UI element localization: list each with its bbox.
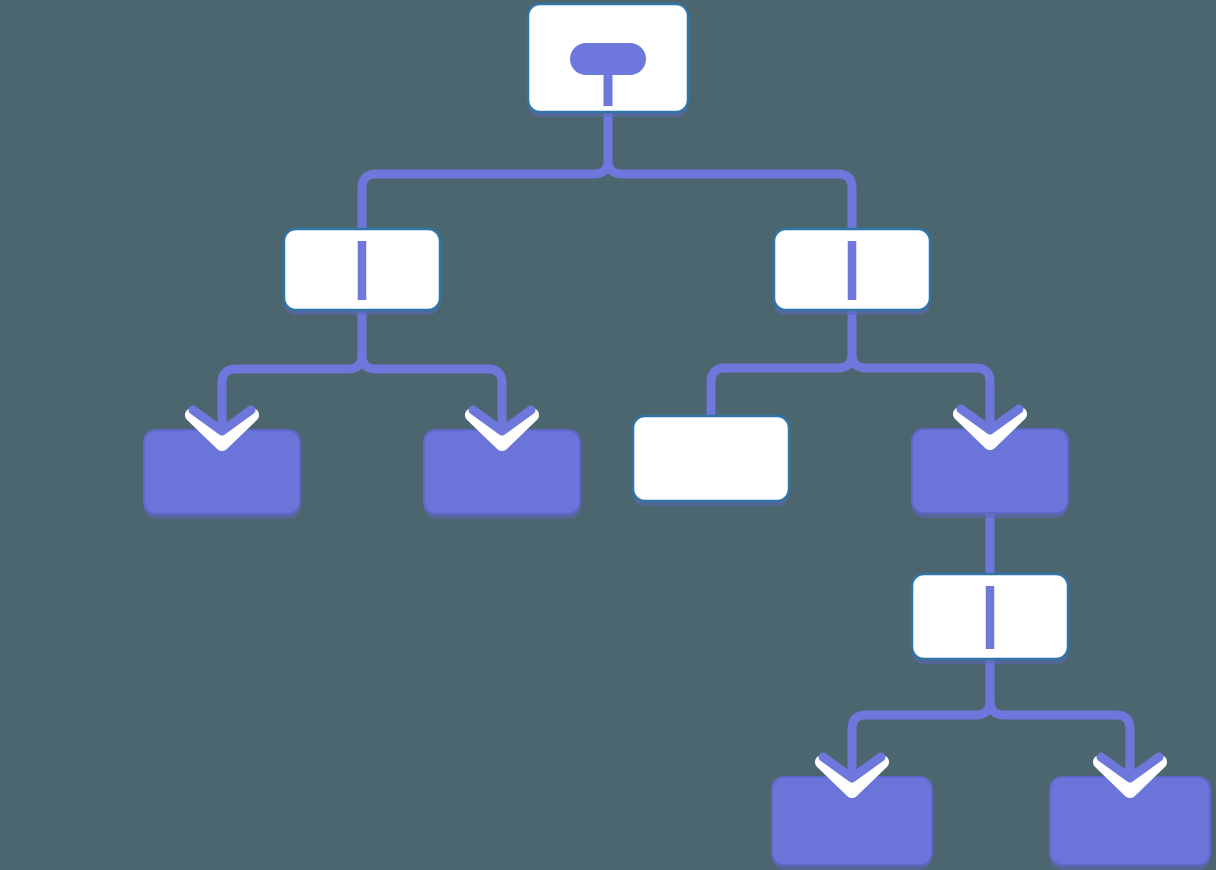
chevron-down-purple-icon <box>956 404 1024 435</box>
chevron-down-purple-icon <box>818 752 886 783</box>
plain-node[interactable] <box>631 414 791 503</box>
connector-branch-right-to-node-arrow <box>847 303 995 418</box>
chevron-down-white-icon <box>815 755 889 798</box>
chevron-down-white-icon <box>953 407 1027 450</box>
connector-branch-right-to-node-plain <box>706 303 857 424</box>
chevron-down-purple-icon <box>188 405 256 436</box>
chevron-down-white-icon <box>185 408 259 451</box>
chevron-down-purple-icon <box>468 405 536 436</box>
root-pill-icon <box>570 43 646 75</box>
chevron-down-white-icon <box>465 408 539 451</box>
connector-branch-left-to-leaf-1 <box>217 303 367 419</box>
chevron-down-purple-icon <box>1096 752 1164 783</box>
connector-branch-bottom-to-leaf-3 <box>847 652 995 766</box>
connector-branch-left-to-leaf-2 <box>357 303 507 419</box>
connector-root-to-branch-left <box>357 105 613 237</box>
connector-branch-bottom-to-leaf-4 <box>985 652 1135 766</box>
chevron-down-white-icon <box>1093 755 1167 798</box>
connector-root-to-branch-right <box>603 105 857 237</box>
